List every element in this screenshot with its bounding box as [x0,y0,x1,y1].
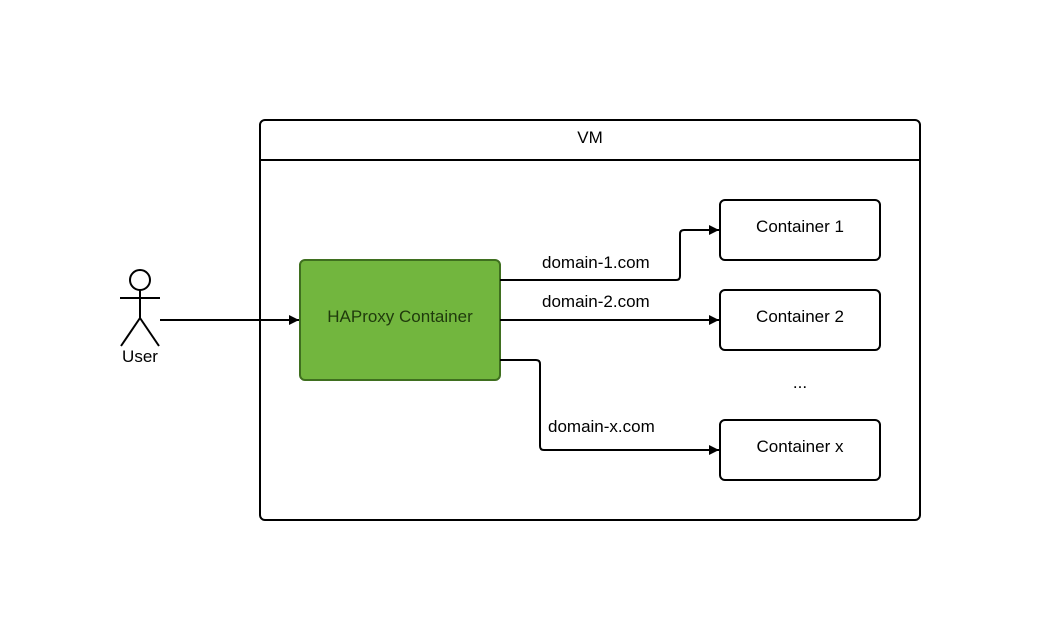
container-1-box [719,199,881,261]
user-label: User [122,347,158,366]
route-x-connector [500,359,719,455]
container-2-box [719,289,881,351]
route-1-connector [500,225,719,281]
route-1-label: domain-1.com [542,253,650,272]
user-actor-icon [120,269,160,347]
container-1-label: Container 1 [756,217,844,236]
container-x-label: Container x [756,437,844,456]
container-x-box [719,419,881,481]
route-2-label: domain-2.com [542,292,650,311]
container-2-label: Container 2 [756,307,844,326]
haproxy-container-label: HAProxy Container [327,307,473,326]
vm-title: VM [577,128,603,147]
more-containers-ellipsis: ... [792,373,808,392]
route-x-label: domain-x.com [548,417,655,436]
